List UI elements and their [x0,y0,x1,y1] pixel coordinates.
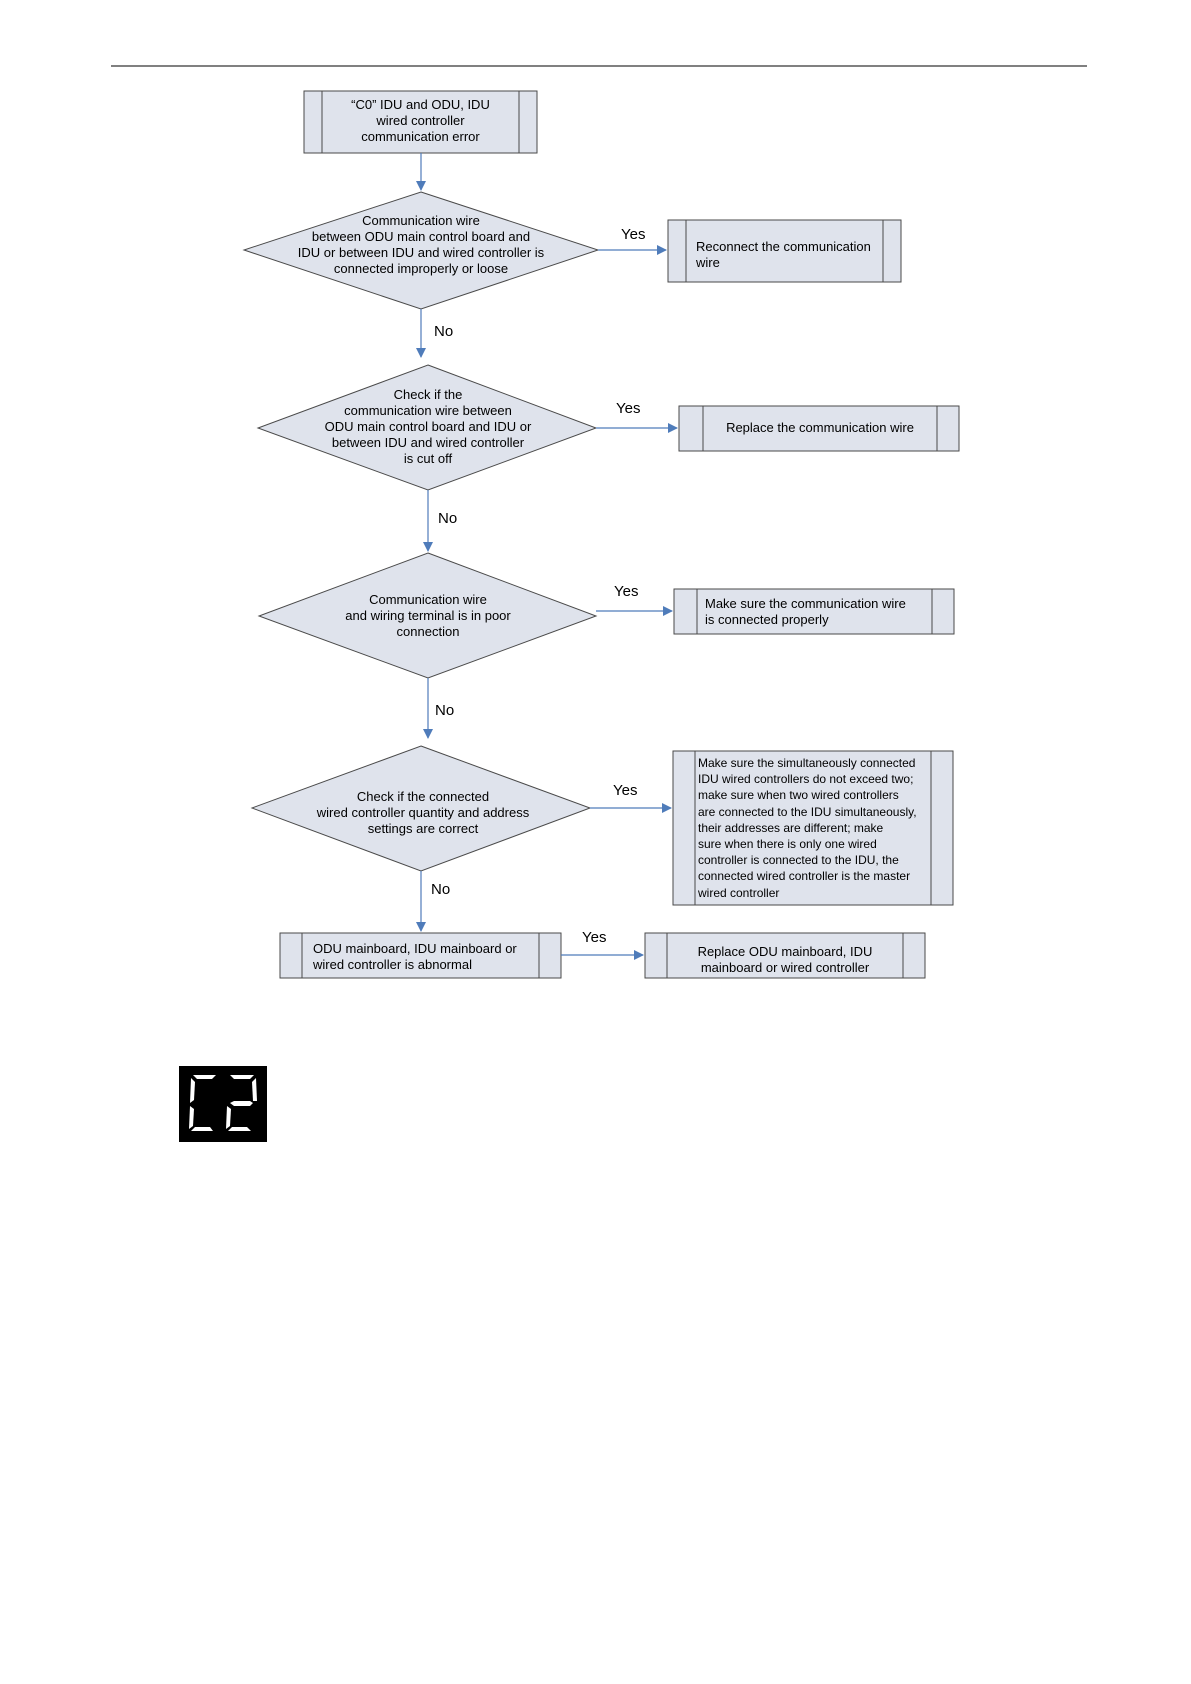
action-3-label: Make sure the communication wire is conn… [705,596,906,627]
decision-2-label: Check if the communication wire between … [324,387,532,466]
action-1-box [667,219,902,283]
action-1-label: Reconnect the communication wire [696,239,871,270]
final-check-label: ODU mainboard, IDU mainboard or wired co… [313,941,517,972]
decision-1-label: Communication wire between ODU main cont… [297,213,545,276]
decision-3-label: Communication wire and wiring terminal i… [345,592,511,639]
segment-digit-2 [226,1075,257,1131]
error-code-display [179,1066,267,1142]
action-2-label: Replace the communication wire [726,420,914,435]
yes-label-5: Yes [582,929,607,946]
segment-digit-c [189,1075,216,1131]
yes-label-3: Yes [614,583,639,600]
final-action-label: Replace ODU mainboard, IDU mainboard or … [697,944,873,975]
no-label-1: No [434,323,454,340]
final-action-box [644,932,926,979]
seven-segment-c2-icon [179,1066,267,1142]
action-3-box [673,588,955,635]
start-label: “C0” IDU and ODU, IDU wired controller c… [351,97,490,144]
action-2-box [678,405,960,452]
action-4-box [672,750,954,906]
final-check-box [279,932,562,979]
no-label-3: No [435,702,455,719]
yes-label-1: Yes [621,226,646,243]
no-label-2: No [438,510,458,527]
decision-4-label: Check if the connected wired controller … [316,789,530,836]
action-4-label: Make sure the simultaneously connected I… [698,756,917,900]
yes-label-4: Yes [613,782,638,799]
yes-label-2: Yes [616,400,641,417]
no-label-4: No [431,881,451,898]
